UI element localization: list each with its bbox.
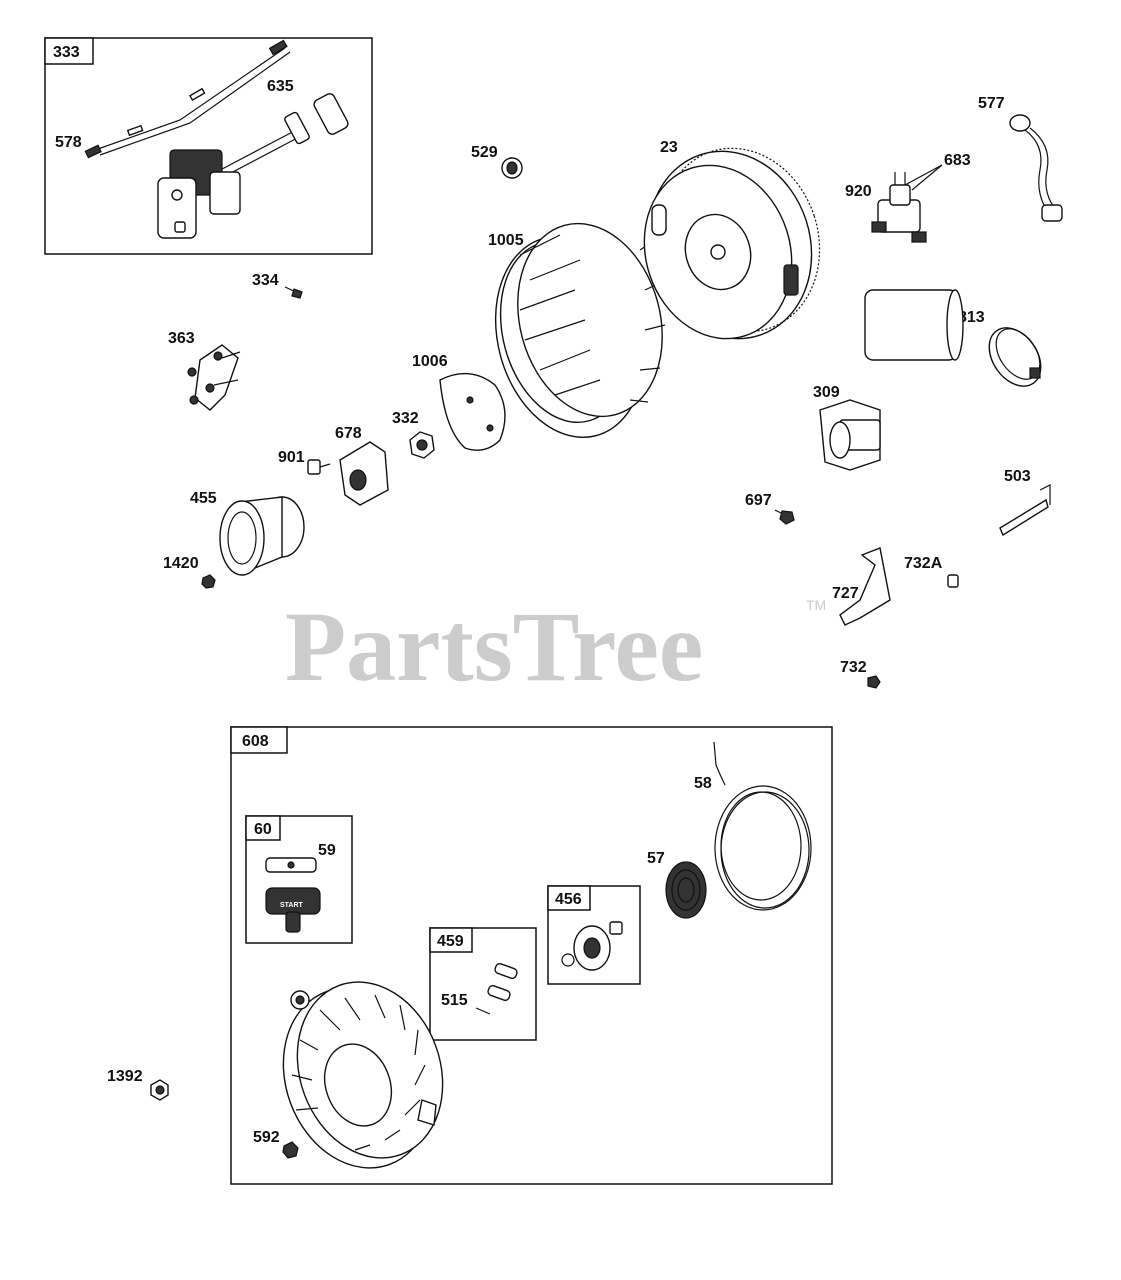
box-459 (429, 927, 537, 1041)
label-455: 455 (190, 490, 217, 507)
nut-1420-part[interactable] (201, 574, 216, 589)
starter-housing-part[interactable] (259, 961, 467, 1189)
handle-insert-59-part[interactable] (265, 857, 317, 873)
screw-334-part[interactable] (284, 286, 303, 299)
box-608 (230, 726, 833, 1185)
label-635: 635 (267, 78, 294, 95)
band-813-part[interactable] (979, 318, 1052, 396)
start-handle-text: START (280, 902, 304, 909)
label-813: 813 (958, 309, 985, 326)
pulley-456-part[interactable] (561, 921, 623, 971)
box-459-tag (429, 927, 473, 953)
bracket-363-part[interactable] (187, 344, 241, 411)
label-1005: 1005 (488, 232, 524, 249)
label-592: 592 (253, 1129, 280, 1146)
screw-697-part[interactable] (774, 509, 795, 525)
starter-motor-309-part[interactable] (819, 289, 964, 471)
label-732: 732 (840, 659, 867, 676)
box-333 (44, 37, 373, 255)
nut-592-part[interactable] (282, 1141, 299, 1159)
label-23: 23 (660, 139, 678, 156)
screw-732a-part[interactable] (947, 574, 959, 588)
box-456-tag (547, 885, 591, 911)
label-309: 309 (813, 384, 840, 401)
label-59: 59 (318, 842, 336, 859)
watermark: PartsTree (285, 591, 703, 702)
screw-732-part[interactable] (867, 675, 881, 689)
cable-577-part[interactable] (1009, 114, 1063, 222)
box-60-label: 60 (254, 821, 272, 838)
solenoid-920-part[interactable] (871, 172, 927, 243)
label-678: 678 (335, 425, 362, 442)
hub-455-part[interactable] (219, 496, 305, 576)
wire-harness-part[interactable] (84, 39, 291, 159)
box-333-tag (44, 37, 94, 65)
shield-1006-part[interactable] (439, 372, 506, 451)
nut-1392-part[interactable] (150, 1079, 169, 1101)
label-732a: 732A (904, 555, 943, 572)
box-60-tag (245, 815, 281, 841)
spring-57-part[interactable] (665, 861, 707, 919)
box-333-label: 333 (53, 44, 80, 61)
label-334: 334 (252, 272, 279, 289)
box-456 (547, 885, 641, 985)
label-1420: 1420 (163, 555, 199, 572)
flywheel-fan-1005-part[interactable] (474, 207, 683, 454)
label-529: 529 (471, 144, 498, 161)
strip-503-part[interactable] (999, 484, 1051, 537)
label-1392: 1392 (107, 1068, 143, 1085)
ignition-coil-part[interactable] (157, 92, 350, 239)
rope-58-part[interactable] (713, 741, 812, 911)
label-515: 515 (441, 992, 468, 1009)
label-578: 578 (55, 134, 82, 151)
label-901: 901 (278, 449, 305, 466)
screw-901-part[interactable] (307, 459, 331, 475)
label-1006: 1006 (412, 353, 448, 370)
pawl-515-part[interactable] (475, 962, 518, 1015)
label-57: 57 (647, 850, 665, 867)
label-683: 683 (944, 152, 971, 169)
box-456-label: 456 (555, 891, 582, 908)
watermark-tm: TM (806, 597, 826, 613)
grommet-529-part[interactable] (501, 157, 523, 179)
label-363: 363 (168, 330, 195, 347)
label-697: 697 (745, 492, 772, 509)
start-handle-part[interactable]: START (265, 887, 321, 933)
label-503: 503 (1004, 468, 1031, 485)
bracket-727-part[interactable] (839, 547, 891, 626)
box-60 (245, 815, 353, 944)
label-332: 332 (392, 410, 419, 427)
nut-332-part[interactable] (409, 431, 435, 459)
label-920: 920 (845, 183, 872, 200)
label-727: 727 (832, 585, 859, 602)
flywheel-23-part[interactable] (622, 127, 843, 360)
starter-cup-678-part[interactable] (339, 441, 389, 506)
label-577: 577 (978, 95, 1005, 112)
box-608-tag (230, 726, 288, 754)
label-58: 58 (694, 775, 712, 792)
box-459-label: 459 (437, 933, 464, 950)
box-608-label: 608 (242, 733, 269, 750)
